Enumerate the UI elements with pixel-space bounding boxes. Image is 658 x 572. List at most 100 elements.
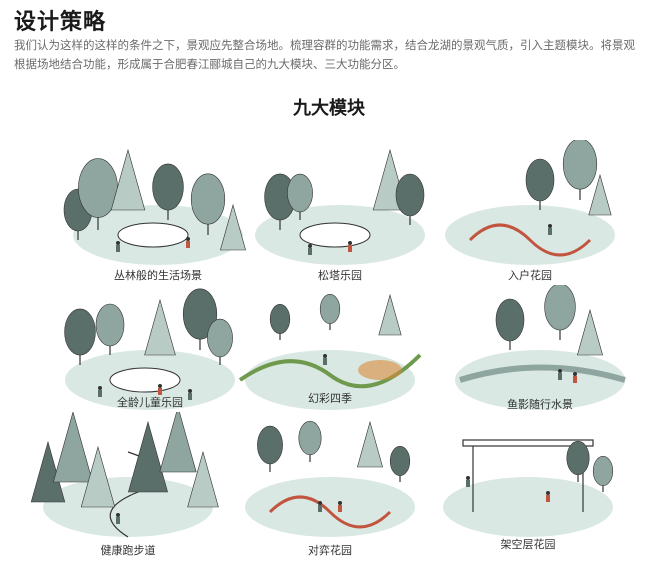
person-body [558, 373, 562, 380]
person-head [348, 241, 352, 245]
play-area [117, 222, 189, 248]
tree-crown [298, 420, 322, 456]
person-head [116, 513, 120, 517]
person-body [116, 245, 120, 252]
entrance-garden-illustration [445, 140, 615, 265]
pine-tree [53, 412, 93, 483]
person-body [116, 517, 120, 524]
tree-crown [95, 303, 125, 347]
ground-blob [443, 477, 613, 537]
tree-crown [190, 173, 226, 225]
person-head [186, 237, 190, 241]
tree-crown [395, 173, 425, 217]
tree-crown [269, 303, 291, 334]
person-head [116, 241, 120, 245]
person-head [573, 372, 577, 376]
person-body [573, 376, 577, 383]
pine-tree [577, 308, 603, 356]
module-label: 全龄儿童乐园 [117, 396, 183, 409]
play-area [299, 222, 371, 248]
module-label: 健康跑步道 [100, 544, 156, 557]
tree-crown [562, 140, 598, 190]
pine-tree [110, 148, 146, 211]
person-body [318, 505, 322, 512]
module-fish-water: 鱼影随行水景 [440, 285, 640, 415]
tree-crown [566, 440, 590, 476]
module-running-track: 健康跑步道 [28, 412, 228, 557]
intro-paragraph: 我们认为这样的这样的条件之下，景观应先整合场地。梳理容群的功能需求，结合龙湖的景… [14, 38, 635, 71]
module-children-playground: 全龄儿童乐园 [50, 285, 250, 415]
module-four-seasons: 幻彩四季 [230, 285, 430, 415]
person-head [188, 389, 192, 393]
person-head [98, 386, 102, 390]
module-label: 幻彩四季 [308, 392, 352, 405]
tree-crown [287, 173, 313, 213]
person-body [348, 245, 352, 252]
pine-tree [588, 173, 612, 216]
person-body [323, 358, 327, 365]
module-entrance-garden: 入户花园 [430, 140, 630, 282]
tree-crown [544, 285, 576, 331]
flower-bed [268, 495, 392, 529]
tree-crown [64, 308, 96, 356]
person-head [558, 369, 562, 373]
page-title: 设计策略 [14, 10, 107, 35]
pine-tree [187, 450, 219, 508]
person-body [158, 388, 162, 395]
module-label: 丛林般的生活场景 [114, 269, 202, 282]
person-body [98, 390, 102, 397]
water-channel [459, 364, 626, 383]
module-pavilion-garden: 架空层花园 [428, 412, 628, 551]
tree-crown [182, 288, 218, 340]
person-head [466, 476, 470, 480]
tree-crown [152, 163, 184, 211]
module-label: 鱼影随行水景 [507, 398, 573, 411]
tree-crown [319, 294, 341, 324]
play-area [109, 367, 181, 393]
module-label: 对弈花园 [308, 544, 352, 557]
module-label: 松塔乐园 [318, 269, 362, 282]
person-body [186, 241, 190, 248]
flower-bed [468, 223, 592, 257]
person-head [318, 501, 322, 505]
four-seasons-illustration [238, 293, 422, 410]
children-playground-illustration [64, 288, 235, 410]
pinecone-playground-illustration [255, 148, 425, 265]
pine-tree [357, 420, 383, 468]
pavilion-roof [462, 439, 594, 447]
person-head [546, 491, 550, 495]
tree-crown [389, 445, 411, 476]
module-chess-garden: 对弈花园 [230, 412, 430, 557]
pine-tree [128, 420, 168, 493]
ground-blob [455, 350, 625, 410]
module-label: 架空层花园 [500, 538, 556, 551]
module-label: 入户花园 [508, 269, 552, 282]
section-title: 九大模块 [293, 98, 365, 119]
pine-tree [80, 445, 116, 508]
pine-tree [144, 298, 176, 356]
person-body [548, 228, 552, 235]
module-forest-life: 丛林般的生活场景 [58, 140, 258, 282]
person-head [548, 224, 552, 228]
tree-crown [525, 158, 555, 202]
tree-crown [592, 455, 614, 486]
person-body [338, 505, 342, 512]
flower-patch [358, 360, 402, 380]
pavilion-garden-illustration [443, 439, 614, 537]
person-head [338, 501, 342, 505]
person-head [308, 244, 312, 248]
person-head [158, 384, 162, 388]
pine-tree [220, 203, 246, 251]
pine-tree [378, 293, 402, 336]
chess-garden-illustration [245, 420, 415, 537]
tree-crown [495, 298, 525, 342]
fish-water-feature-illustration [455, 285, 626, 410]
pine-tree [159, 412, 197, 473]
module-pinecone-playground: 松塔乐园 [240, 140, 440, 282]
tree-crown [257, 425, 283, 465]
ground-blob [445, 205, 615, 265]
forest-life-illustration [63, 148, 246, 265]
person-head [323, 354, 327, 358]
person-body [188, 393, 192, 400]
person-body [308, 248, 312, 255]
